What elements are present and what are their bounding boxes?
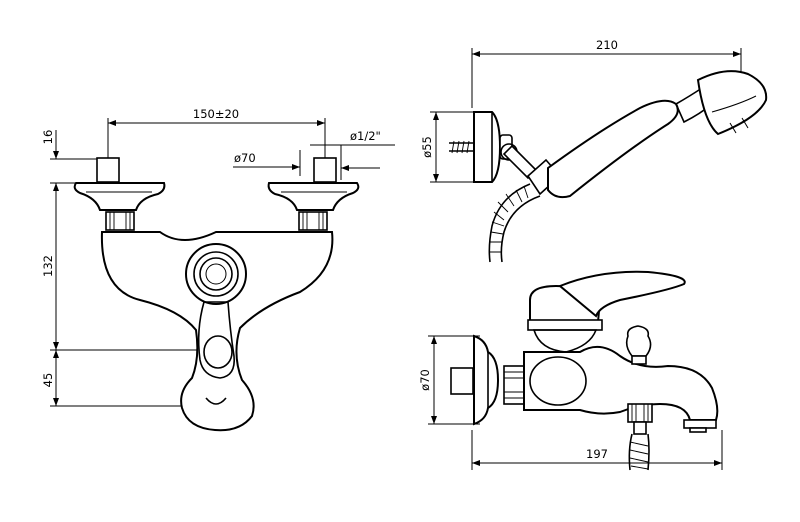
depth-label: 197 [586, 447, 608, 461]
dimension-length: 210 [471, 38, 742, 108]
side-lever [527, 270, 686, 353]
cartridge-bonnet [185, 243, 247, 305]
front-view: 150±20 16 132 45 [41, 107, 395, 432]
dimension-height: 132 [41, 183, 200, 351]
right-inlet [267, 157, 360, 231]
dimension-flange: ø70 [233, 150, 301, 176]
dimension-width: 150±20 [107, 107, 326, 162]
hand-shower [526, 70, 768, 199]
hose-connection [627, 403, 653, 471]
lever [197, 301, 236, 379]
hand-shower-view: 210 ø55 [420, 38, 768, 263]
diverter-knob [625, 325, 652, 365]
dimension-lower: 45 [41, 350, 190, 407]
side-flange-label: ø70 [418, 369, 432, 391]
dimension-bracket: ø55 [420, 111, 476, 183]
lower-label: 45 [41, 373, 55, 388]
side-inlet [450, 334, 525, 426]
dimension-side-flange: ø70 [418, 335, 480, 425]
dimension-depth: 197 [471, 430, 723, 470]
bracket-label: ø55 [420, 136, 434, 158]
lever-pivot [203, 335, 233, 369]
spout-outlet [683, 419, 717, 433]
dimension-thread: ø1/2" [310, 129, 395, 180]
left-inlet [73, 157, 166, 231]
length-label: 210 [596, 38, 618, 52]
height-label: 132 [41, 255, 55, 277]
mixer-body [100, 231, 334, 432]
side-view: ø70 197 [418, 270, 723, 471]
shower-hose [488, 183, 541, 263]
flange-label: ø70 [234, 151, 256, 165]
thread-label: ø1/2" [350, 129, 381, 143]
top-offset-label: 16 [41, 130, 55, 145]
wall-bracket [449, 111, 538, 183]
width-label: 150±20 [193, 107, 239, 121]
